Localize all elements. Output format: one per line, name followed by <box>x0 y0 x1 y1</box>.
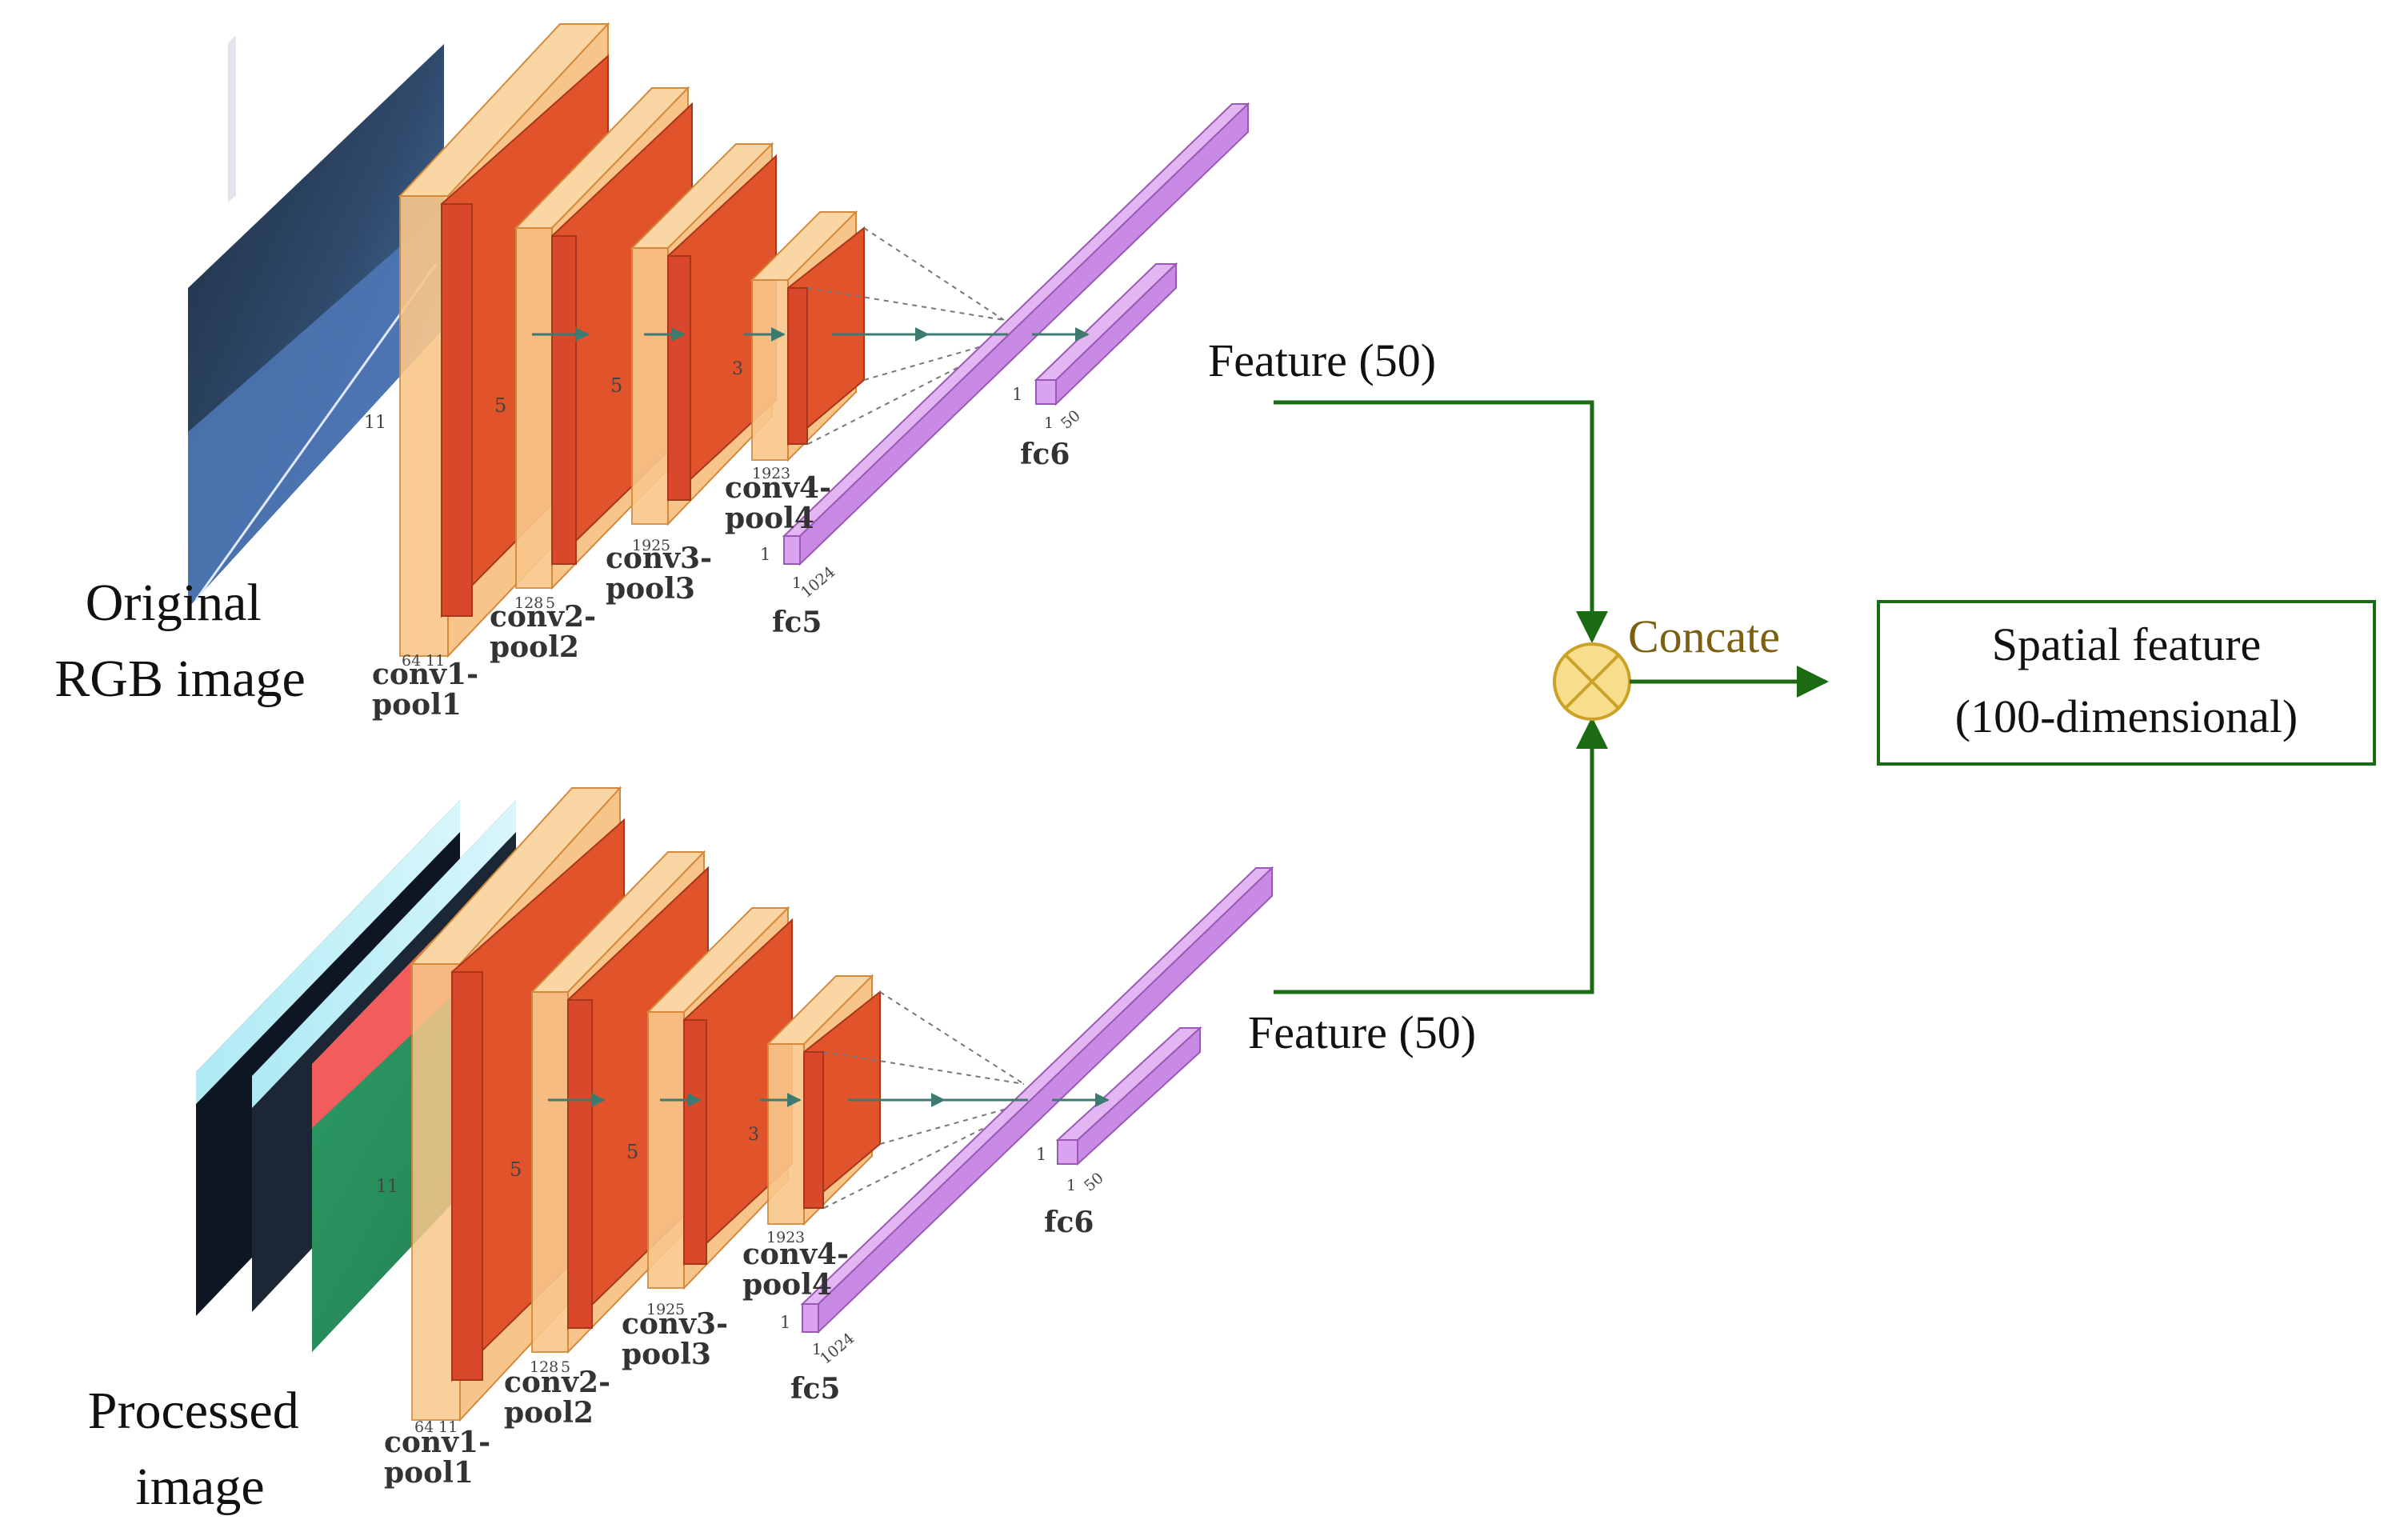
feature-label-top: Feature (50) <box>1208 334 1436 386</box>
conv3-name-line2: pool3 <box>606 572 695 606</box>
fc5-width-label: 1 <box>812 1341 822 1358</box>
conv1-name: conv1- pool1 <box>384 1426 501 1490</box>
conv4-channels-label: 192 <box>766 1229 795 1246</box>
fc6-name: fc6 <box>1044 1206 1094 1239</box>
conv4-name: conv4- pool4 <box>725 471 842 535</box>
conv2-size-label: 5 <box>561 1358 570 1376</box>
conv4-channels-label: 192 <box>752 465 781 482</box>
fc5-depth-label: 1024 <box>798 563 838 602</box>
conv4-name-line2: pool4 <box>742 1268 832 1302</box>
concat-label: Concate <box>1628 610 1780 662</box>
fc5-name: fc5 <box>772 606 822 639</box>
fc6-width-label: 1 <box>1044 414 1054 432</box>
fusion: Feature (50) Feature (50) Concate Spatia… <box>1208 334 2376 1058</box>
concat-operator-icon <box>1553 642 1631 721</box>
fc6-bar <box>1055 1026 1202 1166</box>
conv3-name: conv3- pool3 <box>622 1307 738 1371</box>
fc6-depth-label: 50 <box>1058 406 1084 432</box>
fc6-height-label: 1 <box>1012 385 1022 404</box>
conv3-kernel-label: 5 <box>626 1141 638 1163</box>
conv1-name: conv1- pool1 <box>372 658 489 722</box>
branch-original: 11 5 5 3 64 11 128 5 192 5 192 3 1 1 102… <box>54 22 1250 722</box>
input-label-original-line1: Original <box>86 574 262 632</box>
input-label-processed: Processed image <box>88 1382 312 1516</box>
conv3-block <box>646 906 793 1290</box>
conv3-channels-label: 192 <box>646 1301 675 1318</box>
conv3-size-label: 5 <box>661 537 670 554</box>
fc5-width-label: 1 <box>792 574 802 592</box>
input-label-processed-line1: Processed <box>88 1382 299 1440</box>
conv1-name-line1: conv1- <box>384 1426 490 1459</box>
conv4-name-line1: conv4- <box>742 1238 849 1271</box>
conv3-channels-label: 192 <box>632 537 661 554</box>
input-label-original-line2: RGB image <box>54 650 305 708</box>
fc5-height-label: 1 <box>780 1313 790 1332</box>
conv3-name-line2: pool3 <box>622 1338 711 1371</box>
conv2-name-line2: pool2 <box>490 630 579 664</box>
conv4-block <box>750 210 865 462</box>
branch-processed: 11 5 5 3 64 11 128 5 192 5 192 3 1 1 102… <box>88 786 1274 1516</box>
conv2-size-label: 5 <box>546 594 555 612</box>
fc5-depth-label: 1024 <box>817 1330 858 1368</box>
conv3-kernel-label: 5 <box>610 374 622 397</box>
conv4-name-line2: pool4 <box>725 502 814 535</box>
conv1-size-label: 11 <box>426 652 445 670</box>
conv1-channels-label: 64 <box>402 652 421 670</box>
input-label-original: Original RGB image <box>54 574 305 708</box>
fc6-width-label: 1 <box>1066 1177 1076 1194</box>
conv2-name: conv2- pool2 <box>504 1366 621 1430</box>
fc6-bar <box>1034 262 1178 406</box>
conv2-kernel-label: 5 <box>510 1158 522 1181</box>
conv4-name: conv4- pool4 <box>742 1238 859 1302</box>
conv4-size-label: 3 <box>795 1229 805 1246</box>
input-image-original <box>188 35 444 608</box>
conv2-name: conv2- pool2 <box>490 600 606 664</box>
conv2-name-line1: conv2- <box>490 600 596 634</box>
conv4-size-label: 3 <box>781 465 790 482</box>
conv1-name-line1: conv1- <box>372 658 478 691</box>
feature-label-bottom: Feature (50) <box>1248 1006 1476 1058</box>
conv4-kernel-label: 3 <box>748 1125 759 1145</box>
fc5-height-label: 1 <box>760 545 770 564</box>
conv1-kernel-label: 11 <box>376 1177 398 1197</box>
feature-connector-bottom <box>1274 717 1608 994</box>
conv1-name-line2: pool1 <box>384 1456 474 1490</box>
fc6-depth-label: 50 <box>1081 1169 1107 1194</box>
conv3-block <box>630 142 777 526</box>
output-label-line1: Spatial feature <box>1992 618 2262 670</box>
fc6-height-label: 1 <box>1036 1145 1046 1164</box>
fc5-name: fc5 <box>790 1372 840 1406</box>
output-label-line2: (100-dimensional) <box>1955 690 2298 742</box>
conv1-name-line2: pool1 <box>372 688 462 722</box>
conv4-block <box>766 974 881 1226</box>
conv4-kernel-label: 3 <box>732 359 743 379</box>
conv2-channels-label: 128 <box>514 594 543 612</box>
conv2-channels-label: 128 <box>530 1358 558 1376</box>
conv4-name-line1: conv4- <box>725 471 831 505</box>
input-label-processed-line2: image <box>135 1458 264 1516</box>
conv3-name-line1: conv3- <box>606 542 712 575</box>
fc5-bar <box>800 866 1274 1334</box>
feature-connector-top <box>1274 400 1608 643</box>
conv3-size-label: 5 <box>675 1301 685 1318</box>
conv3-name: conv3- pool3 <box>606 542 722 606</box>
output-box <box>1877 600 2376 766</box>
conv2-name-line1: conv2- <box>504 1366 610 1399</box>
conv2-name-line2: pool2 <box>504 1396 594 1430</box>
conv1-kernel-label: 11 <box>364 413 386 433</box>
conv3-name-line1: conv3- <box>622 1307 728 1341</box>
fc5-bar <box>782 102 1250 566</box>
conv1-channels-label: 64 <box>414 1418 434 1436</box>
fc6-name: fc6 <box>1020 438 1070 471</box>
conv1-size-label: 11 <box>438 1418 458 1436</box>
conv2-kernel-label: 5 <box>494 394 506 417</box>
